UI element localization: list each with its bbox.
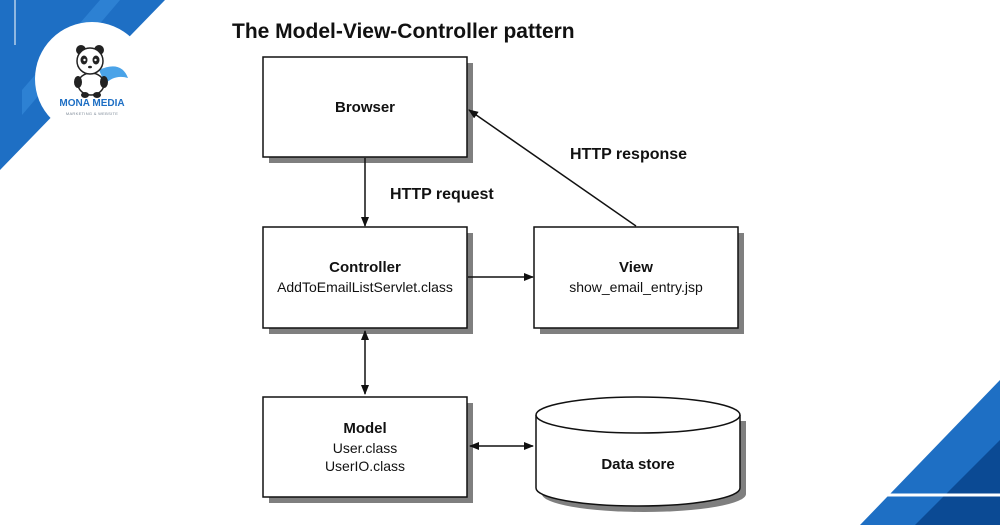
mona-media-logo: MONA MEDIA MARKETING & WEBSITE <box>33 20 151 138</box>
model-label: Model <box>343 420 386 437</box>
logo-tagline: MARKETING & WEBSITE <box>65 111 119 116</box>
datastore-node: Data store <box>535 396 746 512</box>
corner-bottom-right-dark <box>915 440 1000 525</box>
diagram-title: The Model-View-Controller pattern <box>232 20 575 43</box>
controller-node: Controller AddToEmailListServlet.class <box>262 226 473 334</box>
edge-label-response: HTTP response <box>570 146 687 163</box>
logo-badge <box>35 22 149 136</box>
edge-label-request: HTTP request <box>390 186 494 203</box>
logo-name: MONA MEDIA <box>59 98 125 109</box>
model-detail-user: User.class <box>333 440 398 456</box>
browser-node: Browser <box>262 56 473 163</box>
browser-label: Browser <box>335 99 395 116</box>
view-label: View <box>619 259 653 276</box>
controller-detail: AddToEmailListServlet.class <box>277 279 453 295</box>
edge-view-to-browser <box>468 109 637 227</box>
panda-head-icon <box>76 47 104 75</box>
model-detail-userio: UserIO.class <box>325 458 405 474</box>
view-detail: show_email_entry.jsp <box>569 279 703 295</box>
datastore-label: Data store <box>601 456 674 473</box>
model-node: Model User.class UserIO.class <box>262 396 473 503</box>
controller-label: Controller <box>329 259 401 276</box>
view-node: View show_email_entry.jsp <box>533 226 744 334</box>
